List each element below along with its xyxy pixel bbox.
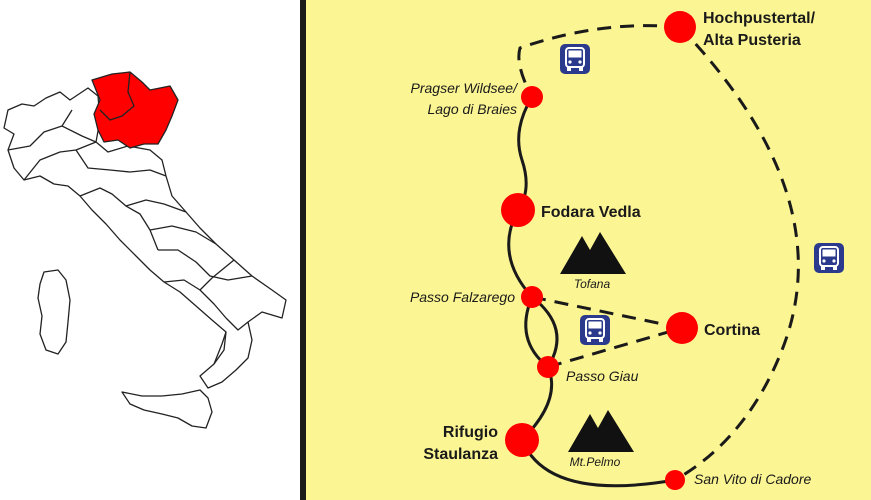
bus-line-giau-cortina [547,326,683,369]
label-staulanza-line2: Staulanza [423,446,498,463]
bus-icon [559,43,591,75]
place-labels: Hochpustertal/ Alta Pusteria Pragser Wil… [410,10,816,487]
label-giau: Passo Giau [566,368,639,384]
stop-marker [665,470,685,490]
stop-markers [501,11,698,490]
label-cortina: Cortina [704,322,760,339]
highlighted-region-icon [91,71,179,149]
bus-icon [579,314,611,346]
label-pragser-line2: Lago di Braies [427,101,517,117]
label-fodara: Fodara Vedla [541,204,641,221]
bus-icon [813,242,845,274]
label-pragser-line1: Pragser Wildsee/ [411,80,520,96]
stop-marker [664,11,696,43]
peak-labels: Tofana Mt.Pelmo [570,277,621,469]
label-pelmo: Mt.Pelmo [570,455,621,469]
label-falzarego: Passo Falzarego [410,289,515,305]
stop-marker [537,356,559,378]
italy-inset [0,0,300,500]
bus-line-hochpustertal-sanvito [674,25,800,482]
stop-marker [666,312,698,344]
mountain-icon [560,232,634,452]
italy-outline-icon [3,87,287,429]
bus-line-hochpustertal-pragser [517,24,681,98]
stop-marker [505,423,539,457]
panel-divider [300,0,306,500]
label-hochpustertal-line2: Alta Pusteria [703,32,801,49]
label-sanvito: San Vito di Cadore [694,471,811,487]
stop-marker [521,86,543,108]
bus-connections [517,24,800,482]
label-staulanza-line1: Rifugio [443,424,498,441]
label-tofana: Tofana [574,277,611,291]
bus-line-falzarego-cortina [531,295,683,330]
label-hochpustertal-line1: Hochpustertal/ [703,10,816,27]
stop-marker [501,193,535,227]
stop-marker [521,286,543,308]
